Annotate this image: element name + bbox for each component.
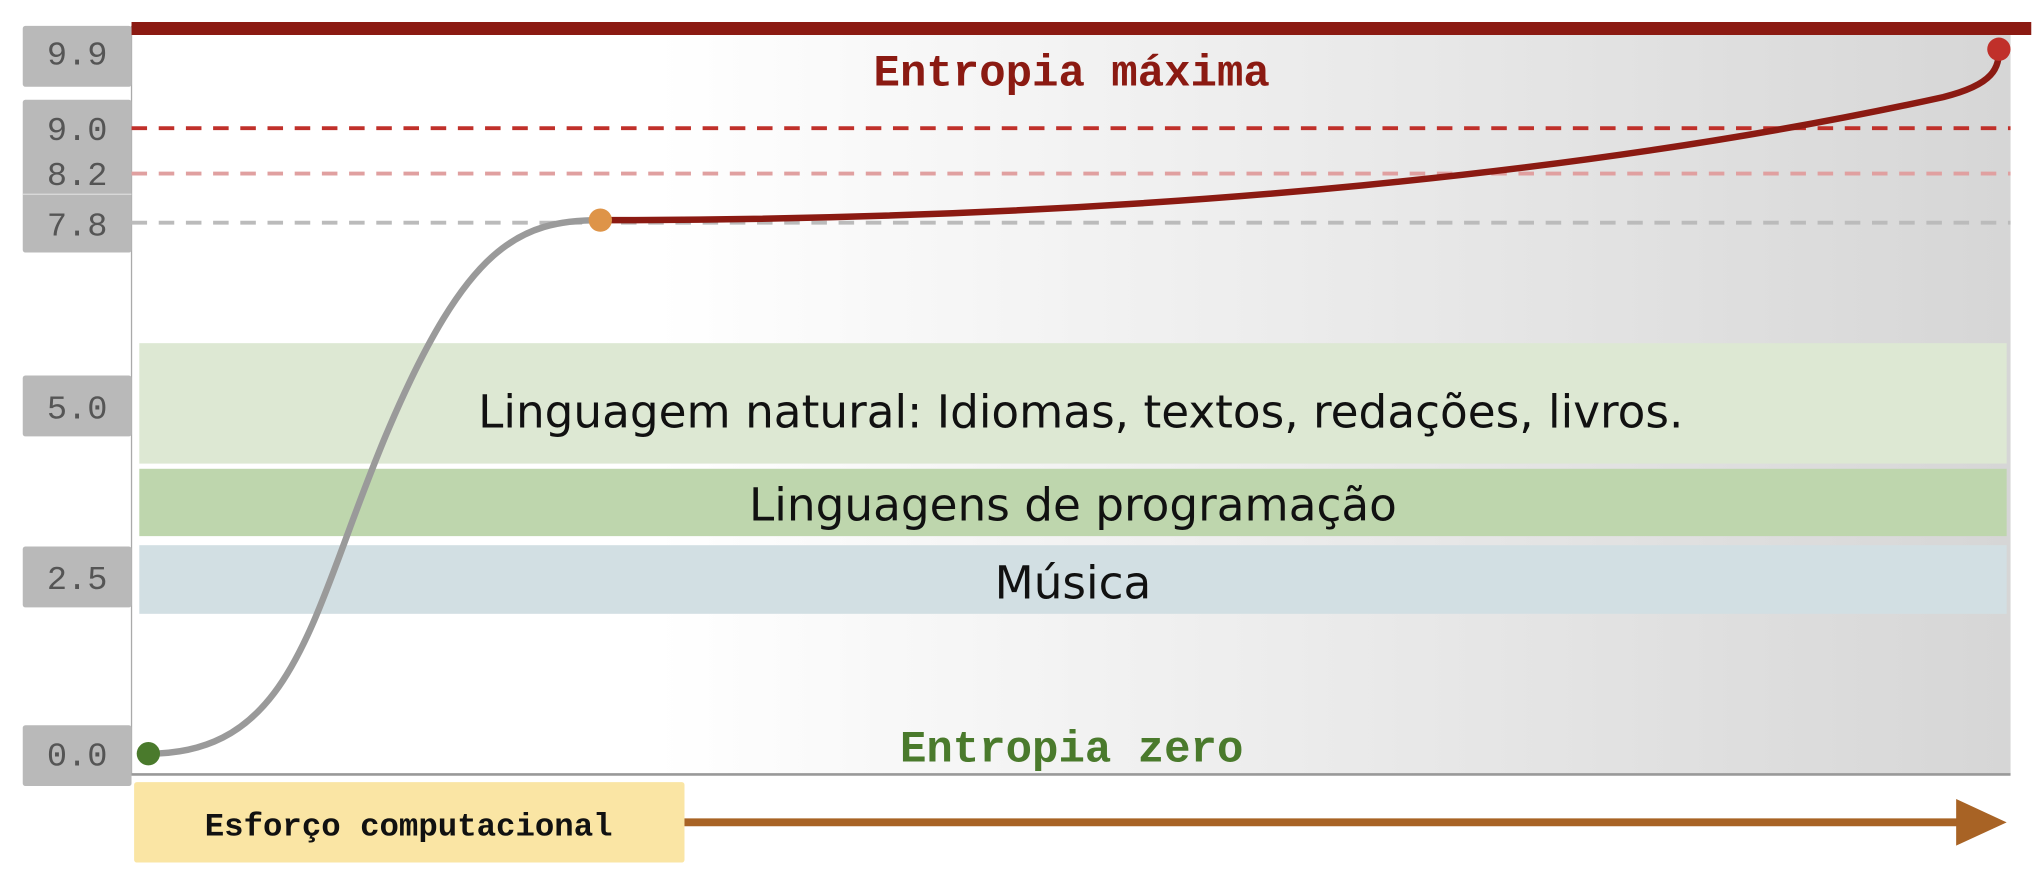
point-9.9 bbox=[1987, 37, 2011, 61]
x-axis-label: Esforço computacional bbox=[205, 808, 613, 845]
band-programming bbox=[139, 468, 2007, 537]
band-natural-language bbox=[139, 343, 2007, 464]
x-label-box bbox=[134, 782, 685, 863]
svg-text:5.0: 5.0 bbox=[47, 391, 108, 429]
curve-red-segment bbox=[600, 49, 2003, 224]
y-tick-9.0-8.2: 9.0 8.2 7.8 bbox=[22, 99, 132, 253]
band-music-label: Música bbox=[995, 556, 1152, 609]
y-tick-5.0: 5.0 bbox=[22, 375, 132, 437]
y-tick-9.9: 9.9 bbox=[22, 25, 132, 87]
y-tick-2.5: 2.5 bbox=[22, 546, 132, 608]
curve-gray-segment bbox=[148, 216, 601, 757]
zero-entropy-label: Entropia zero bbox=[900, 725, 1243, 775]
svg-text:9.9: 9.9 bbox=[47, 38, 108, 76]
band-music bbox=[139, 545, 2007, 614]
point-7.8 bbox=[588, 208, 612, 232]
effort-arrow-head bbox=[1956, 799, 2007, 846]
svg-text:2.5: 2.5 bbox=[47, 562, 108, 600]
point-zero bbox=[136, 742, 161, 766]
y-tick-0.0: 0.0 bbox=[22, 725, 132, 787]
svg-text:8.2: 8.2 bbox=[47, 158, 108, 196]
svg-text:0.0: 0.0 bbox=[47, 738, 108, 776]
svg-text:9.0: 9.0 bbox=[47, 113, 108, 151]
max-entropy-label: Entropia máxima bbox=[874, 49, 1270, 99]
band-programming-label: Linguagens de programação bbox=[749, 479, 1397, 532]
svg-text:7.8: 7.8 bbox=[47, 209, 108, 247]
band-natural-language-label: Linguagem natural: Idiomas, textos, reda… bbox=[478, 385, 1683, 438]
